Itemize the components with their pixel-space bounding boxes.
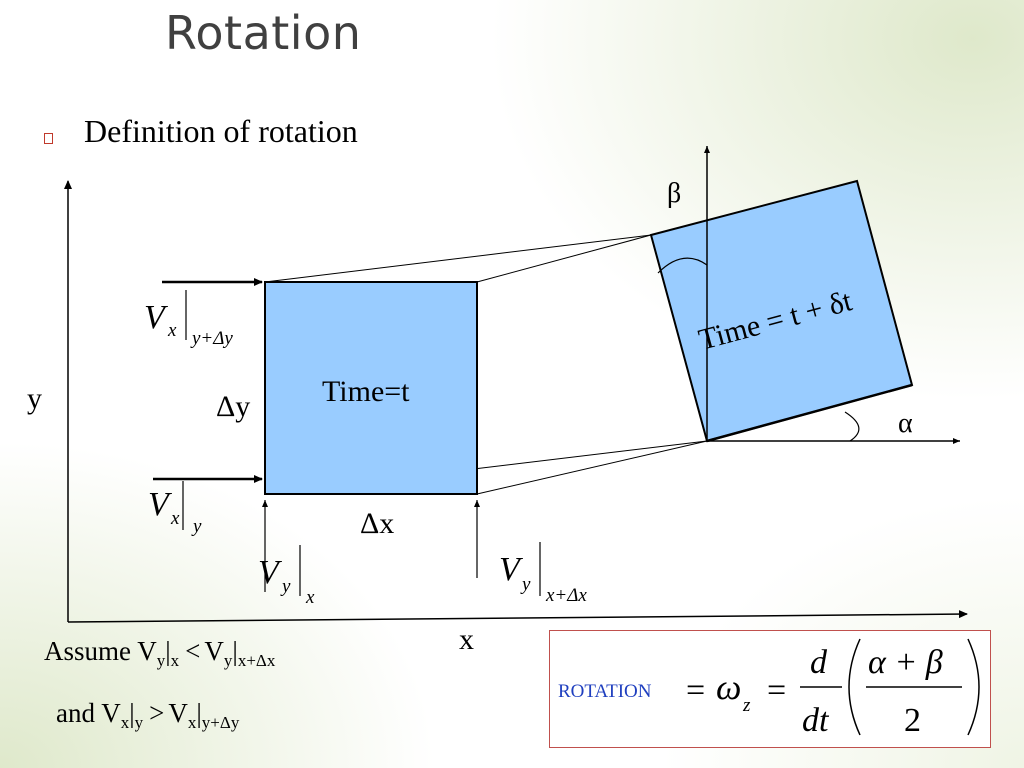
formula-d-num: d bbox=[810, 644, 828, 681]
alpha-label: α bbox=[898, 408, 913, 439]
assume-v: V bbox=[204, 636, 224, 666]
bullet-text: Definition of rotation bbox=[84, 113, 358, 149]
connector-line bbox=[476, 440, 708, 495]
vy-right-eval: x+Δx bbox=[545, 585, 587, 606]
vx-top-sub: x bbox=[167, 320, 177, 341]
formula-omega: ω bbox=[716, 667, 741, 707]
rotated-edge-highlight bbox=[706, 383, 913, 443]
element-box-time-t bbox=[264, 281, 478, 495]
vx-top-eval: y+Δy bbox=[190, 328, 233, 349]
vy-left-eval: x bbox=[305, 587, 315, 608]
formula-equals-1: = bbox=[686, 672, 705, 709]
assumption-line-2: and Vx|y>Vx|y+Δy bbox=[56, 698, 239, 733]
assume-bar: | bbox=[196, 698, 202, 728]
slide-title: Rotation bbox=[165, 6, 362, 60]
vy-left-sub: y bbox=[280, 576, 291, 597]
assume-bar: | bbox=[129, 698, 135, 728]
beta-label: β bbox=[667, 178, 681, 209]
assume-prefix: Assume V bbox=[44, 636, 157, 666]
formula-left-paren bbox=[848, 638, 861, 736]
assume-sub: y bbox=[223, 651, 233, 670]
formula-label: ROTATION bbox=[558, 681, 652, 702]
assume-sub: y bbox=[134, 713, 144, 732]
formula-right-paren bbox=[967, 638, 980, 736]
connector-line bbox=[264, 234, 652, 283]
vx-top-symbol: V bbox=[144, 299, 169, 336]
formula-numerator: α + β bbox=[868, 644, 943, 681]
alpha-angle-arc bbox=[844, 411, 860, 442]
assume-sub: x+Δx bbox=[237, 651, 276, 670]
time-t-label: Time=t bbox=[322, 375, 410, 408]
vy-left-symbol: V bbox=[258, 554, 283, 591]
formula-d-den: dt bbox=[802, 702, 830, 739]
vx-bottom-symbol: V bbox=[148, 486, 173, 523]
x-axis-line bbox=[67, 610, 968, 623]
bullet-square-icon bbox=[44, 133, 53, 144]
assume-operator: > bbox=[149, 698, 165, 728]
formula-denominator: 2 bbox=[904, 702, 921, 739]
assume-sub: x bbox=[187, 713, 197, 732]
assume-sub: x bbox=[170, 651, 180, 670]
axis-x-label: x bbox=[459, 623, 474, 656]
assume-operator: < bbox=[185, 636, 201, 666]
formula-equals-2: = bbox=[767, 672, 786, 709]
assume-sub: x bbox=[120, 713, 130, 732]
vx-bottom-sub: x bbox=[170, 508, 180, 529]
beta-angle-arc bbox=[657, 257, 708, 274]
assume-sub: y+Δy bbox=[201, 713, 240, 732]
vy-right-sub: y bbox=[520, 574, 531, 595]
connector-line bbox=[476, 234, 652, 283]
assumption-line-1: Assume Vy|x<Vy|x+Δx bbox=[44, 636, 275, 671]
vy-right-symbol: V bbox=[499, 551, 524, 588]
rotation-formula: ROTATION = ω z = d dt α + β 2 bbox=[558, 638, 980, 739]
assume-prefix: and V bbox=[56, 698, 121, 728]
delta-y-label: Δy bbox=[216, 390, 250, 423]
assume-sub: y bbox=[156, 651, 166, 670]
assume-bar: | bbox=[165, 636, 171, 666]
rotation-formula-box: ROTATION = ω z = d dt α + β 2 bbox=[549, 630, 991, 748]
delta-x-label: Δx bbox=[360, 507, 394, 540]
assume-v: V bbox=[168, 698, 188, 728]
vx-bottom-eval: y bbox=[191, 516, 202, 537]
assume-bar: | bbox=[232, 636, 238, 666]
formula-omega-sub: z bbox=[742, 695, 751, 716]
axis-y-label: y bbox=[27, 382, 42, 415]
